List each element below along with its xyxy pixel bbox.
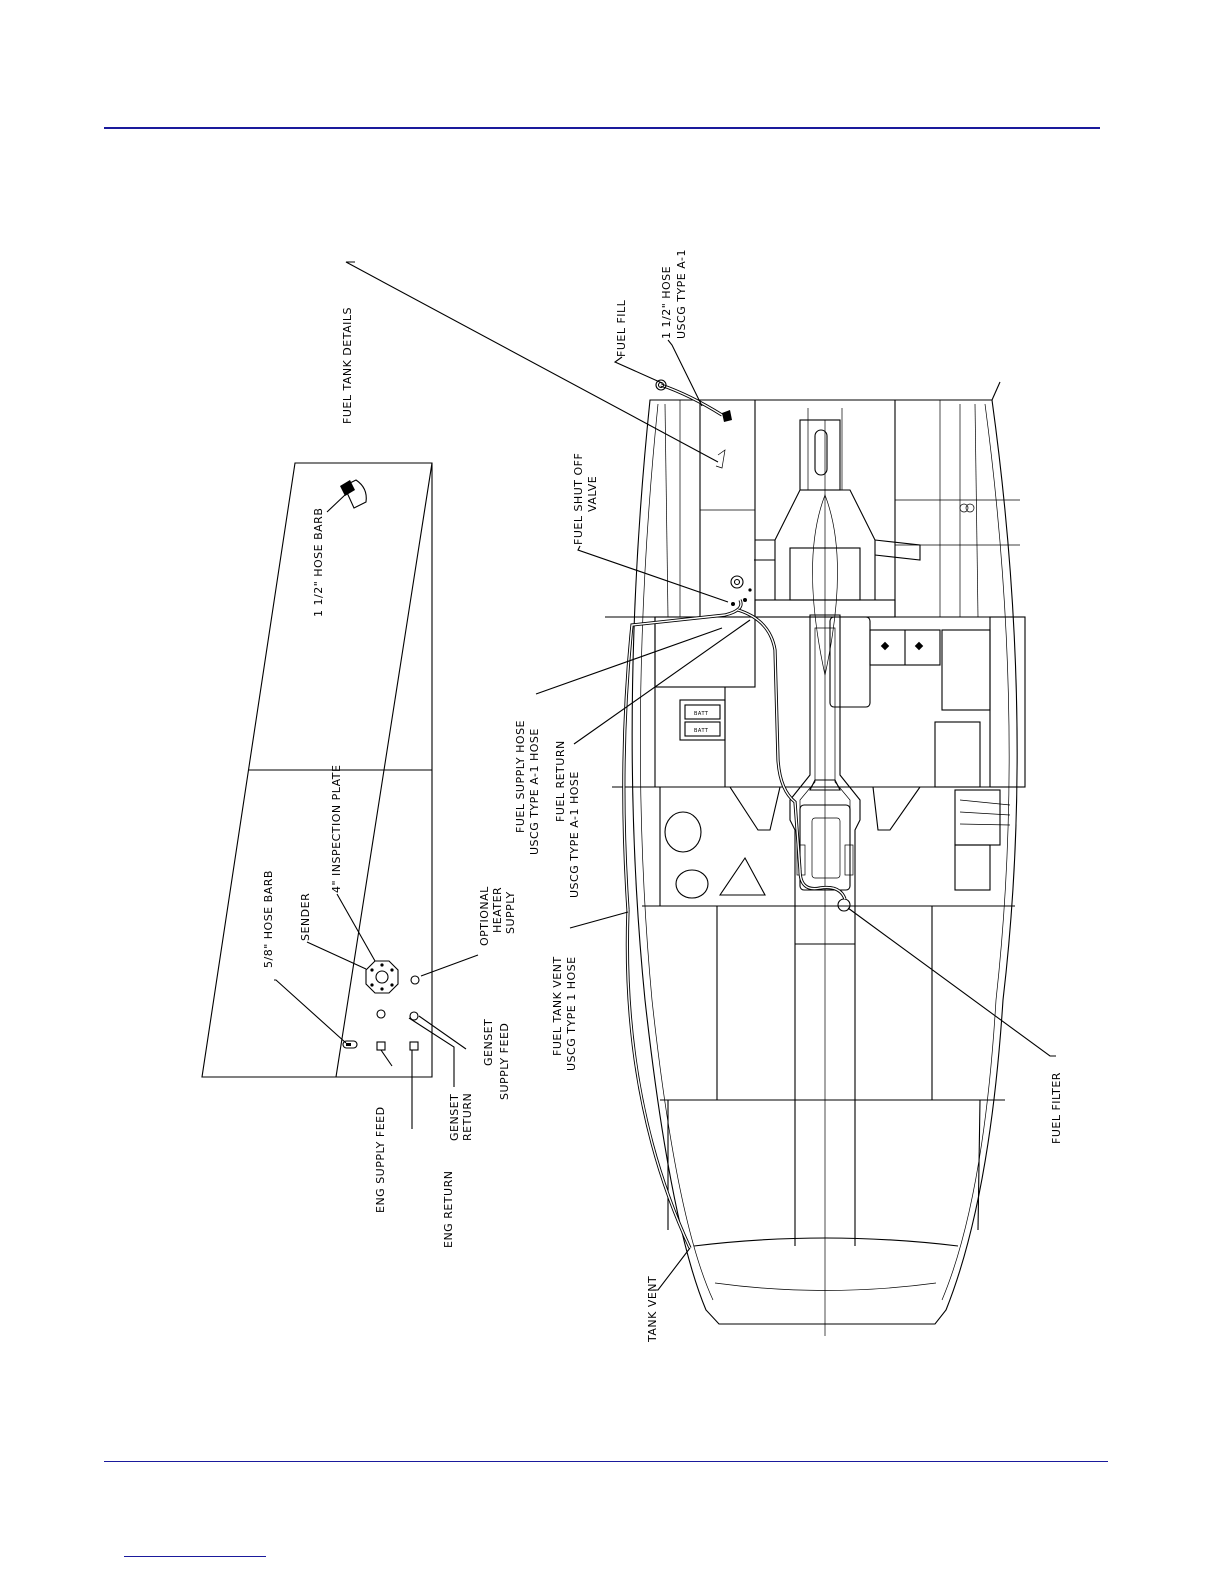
fuel-tank-details-title: FUEL TANK DETAILS: [341, 307, 354, 424]
eng-return-port: [409, 1041, 419, 1051]
sender-inspection-plate: [365, 960, 399, 994]
fill-hose-label-1: 1 1/2" HOSE: [660, 266, 673, 339]
footer-rule: [104, 1461, 1108, 1462]
fuel-filter: [837, 898, 851, 912]
hull-outline: [631, 399, 1018, 1325]
fuel-filter-label: FUEL FILTER: [1050, 1072, 1063, 1144]
heater-port: [410, 975, 420, 985]
batt-label-2: BATT: [694, 728, 709, 734]
supply-hose-label-2: USCG TYPE A-1 HOSE: [528, 728, 541, 855]
genset-return-port: [376, 1009, 386, 1019]
hose-barb-small-label: 5/8" HOSE BARB: [262, 870, 275, 968]
heater-label-2: HEATER: [491, 887, 504, 933]
batt-label-1: BATT: [694, 711, 709, 717]
large-hose-barb: [326, 479, 367, 513]
tank-vent-hose-label-2: USCG TYPE 1 HOSE: [565, 956, 578, 1071]
shut-off-label-2: VALVE: [586, 476, 599, 512]
heater-label-3: SUPPLY: [504, 891, 517, 934]
shut-off-valve: [730, 575, 744, 589]
supply-hose: [737, 608, 802, 871]
return-hose-label-1: FUEL RETURN: [554, 740, 567, 822]
engine: [799, 804, 851, 891]
supply-hose-label-1: FUEL SUPPLY HOSE: [514, 720, 527, 833]
vent-hose: [625, 909, 692, 1249]
inspection-plate-label: 4" INSPECTION PLATE: [330, 765, 343, 893]
shut-off-label-1: FUEL SHUT OFF: [572, 453, 585, 545]
eng-supply-port: [376, 1041, 386, 1051]
genset-supply-label-1: GENSET: [482, 1019, 495, 1066]
boat-leader-lines: [345, 261, 1056, 1291]
tank-vent-hose-label-1: FUEL TANK VENT: [551, 956, 564, 1056]
genset-return-label-1: GENSET: [448, 1094, 461, 1141]
tank-vent-label: TANK VENT: [646, 1276, 659, 1343]
eng-supply-label: ENG SUPPLY FEED: [374, 1106, 387, 1213]
sender-label: SENDER: [299, 893, 312, 941]
rotated-labels: FUEL TANK DETAILS 1 1/2" HOSE BARB 4" IN…: [262, 249, 1063, 1343]
genset-supply-label-2: SUPPLY FEED: [498, 1023, 511, 1100]
header-rule: [104, 127, 1100, 129]
genset-return-label-2: RETURN: [461, 1093, 474, 1141]
fuel-tank-detail: [201, 462, 479, 1129]
return-hose-label-2: USCG TYPE A-1 HOSE: [568, 771, 581, 898]
heater-label-1: OPTIONAL: [478, 886, 491, 946]
fuel-fill-fitting: [655, 379, 667, 391]
hose-barb-large-label: 1 1/2" HOSE BARB: [312, 508, 325, 617]
tank-outline: [201, 462, 433, 1078]
fill-hose-label-2: USCG TYPE A-1: [675, 249, 688, 339]
footer-short-rule: [124, 1556, 266, 1557]
eng-return-label: ENG RETURN: [442, 1171, 455, 1248]
small-hose-barb: [342, 1040, 358, 1049]
fuel-tank-plan: [699, 400, 756, 618]
genset-supply-port: [409, 1011, 419, 1021]
boat-plan: BATT BATT: [605, 379, 1026, 1336]
fuel-fill-label: FUEL FILL: [615, 299, 628, 357]
tank-slope-line: [335, 462, 433, 1078]
